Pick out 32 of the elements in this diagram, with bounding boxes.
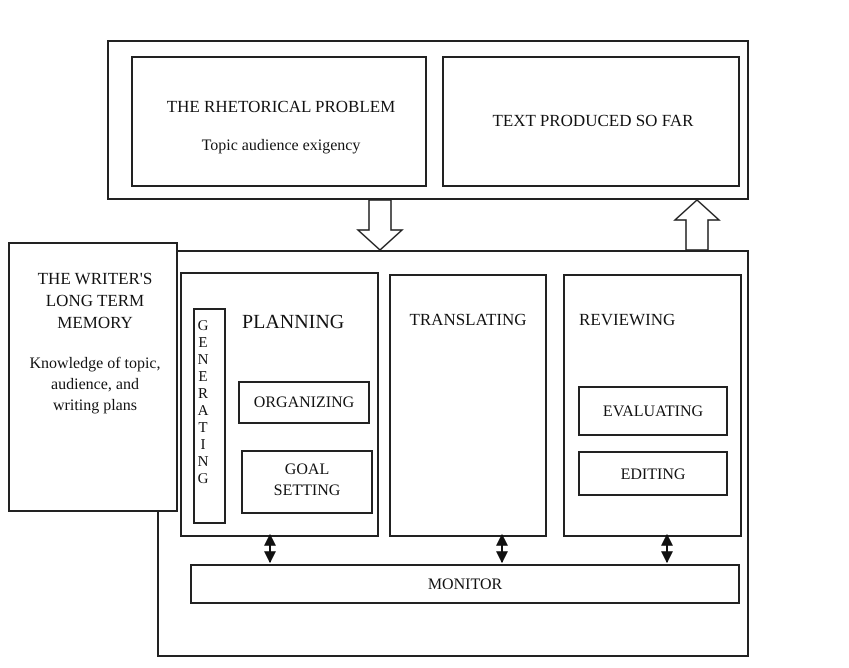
process-box bbox=[241, 450, 373, 514]
double-arrow bbox=[496, 534, 508, 564]
process-box bbox=[238, 381, 370, 424]
process-box bbox=[8, 242, 178, 512]
box-heading: TEXT PRODUCED SO FAR bbox=[491, 110, 695, 132]
box-text: Knowledge of topic, audience, and writing plans bbox=[28, 354, 162, 416]
box-heading: PLANNING bbox=[242, 310, 346, 335]
box-heading: GOAL SETTING bbox=[272, 460, 342, 501]
block-arrow bbox=[356, 199, 404, 252]
box-heading: THE RHETORICAL PROBLEM bbox=[166, 96, 396, 118]
double-arrow bbox=[264, 534, 276, 564]
block-arrow bbox=[673, 198, 721, 251]
box-heading: EVALUATING bbox=[602, 402, 704, 422]
box-text: Topic audience exigency bbox=[200, 136, 362, 156]
box-heading: ORGANIZING bbox=[252, 393, 356, 413]
process-box bbox=[442, 56, 740, 187]
box-heading: THE WRITER'S LONG TERM MEMORY bbox=[36, 268, 154, 334]
process-box bbox=[193, 308, 226, 524]
box-heading: EDITING bbox=[620, 465, 686, 485]
process-box bbox=[190, 564, 740, 604]
process-box bbox=[389, 274, 547, 537]
box-heading: REVIEWING bbox=[579, 309, 676, 331]
process-box bbox=[180, 272, 379, 537]
double-arrow bbox=[661, 534, 673, 564]
process-box bbox=[578, 386, 728, 436]
process-box bbox=[131, 56, 427, 187]
box-heading: TRANSLATING bbox=[408, 309, 528, 331]
process-box bbox=[578, 451, 728, 496]
box-heading: GENERATING bbox=[195, 318, 212, 488]
box-heading: MONITOR bbox=[426, 575, 504, 595]
container-box bbox=[107, 40, 749, 200]
process-box bbox=[563, 274, 742, 537]
